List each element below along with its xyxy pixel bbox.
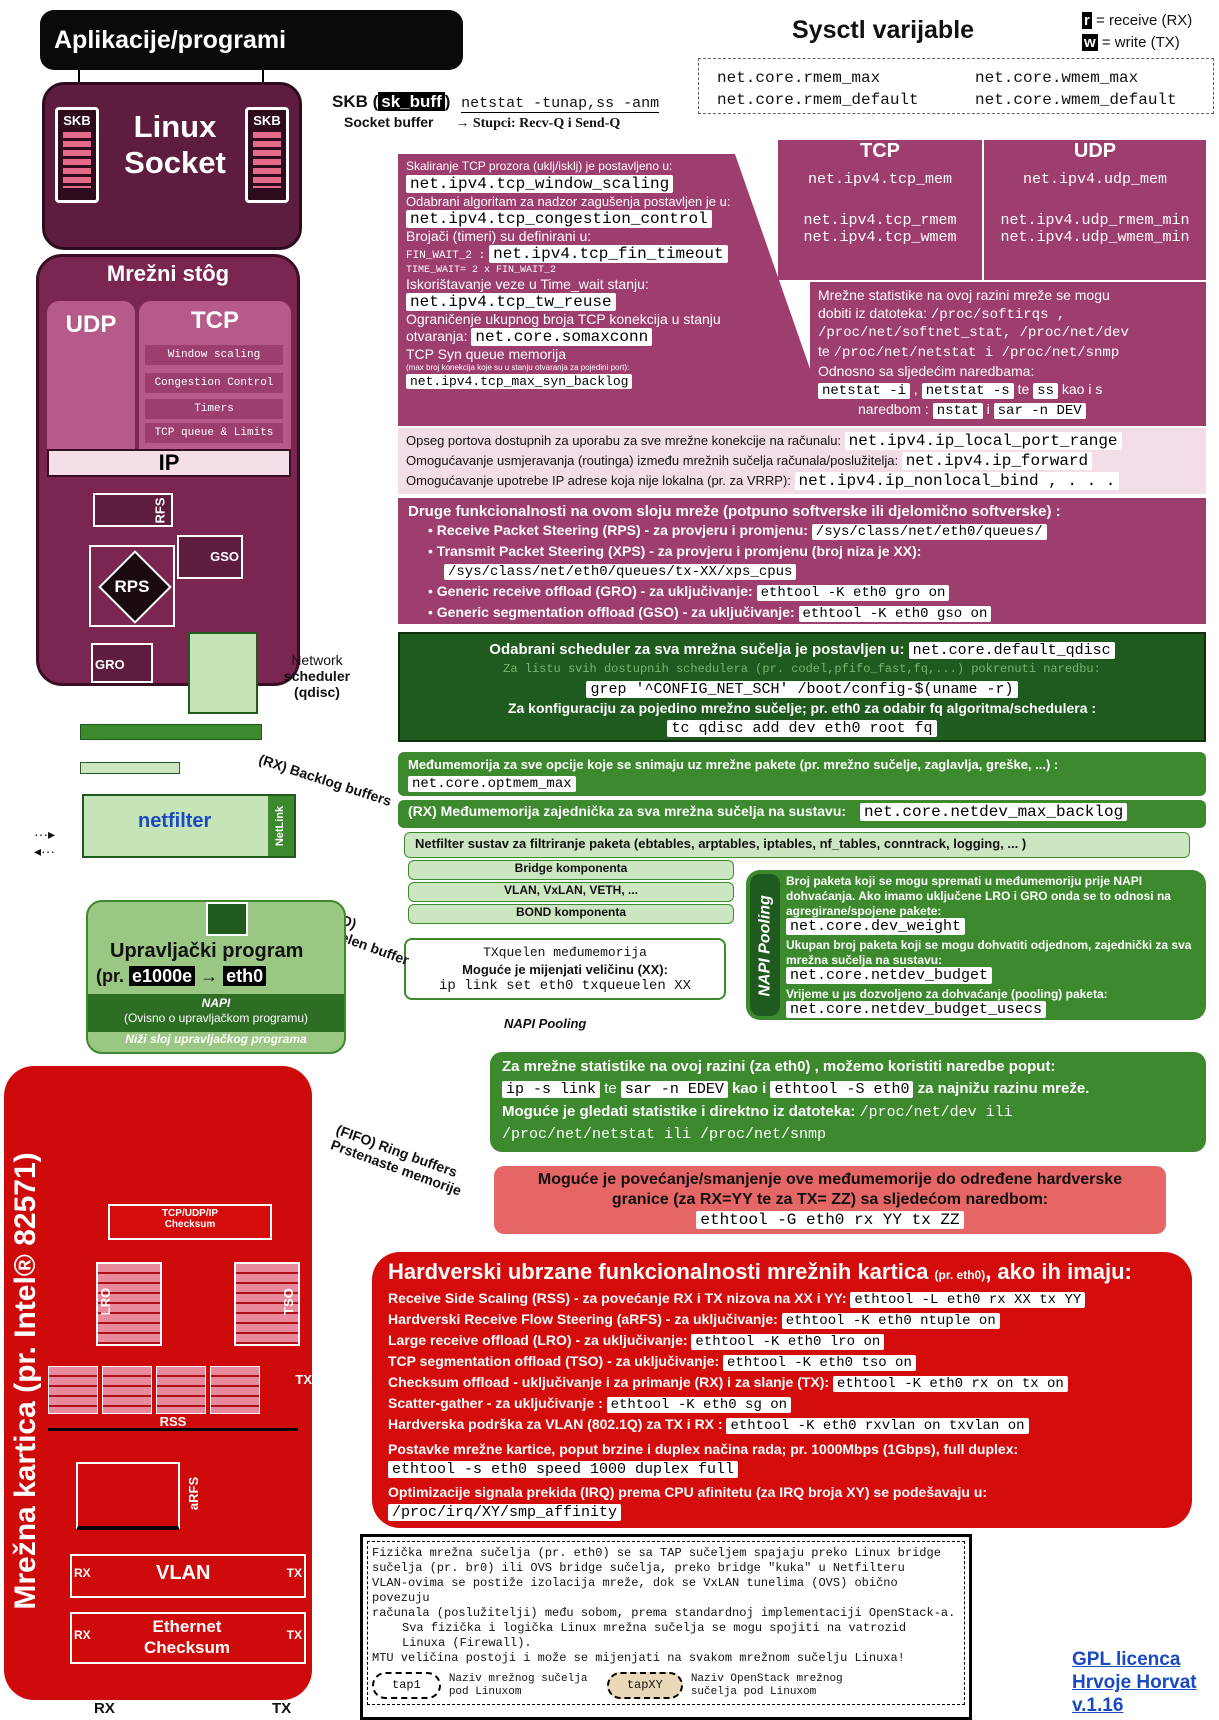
- netfilter-logo: netfilter: [138, 810, 212, 832]
- linux-socket: SKB Linux Socket SKB: [42, 82, 302, 250]
- network-stack: Mrežni stôg UDP TCP Window scaling Conge…: [36, 254, 300, 686]
- tcp-tw-reuse: net.ipv4.tcp_tw_reuse: [406, 293, 616, 311]
- tapxy-badge: tapXY: [606, 1672, 683, 1699]
- arrows-left: ···▸◂···: [34, 826, 56, 859]
- tcp-mem-column: TCP net.ipv4.tcp_mem net.ipv4.tcp_rmem n…: [778, 140, 982, 280]
- skb-cmd: netstat -tunap,ss -anm: [461, 95, 660, 113]
- socket-buffer-label: Socket buffer: [344, 114, 434, 130]
- arrow-up: [262, 70, 264, 84]
- napi-panel: NAPI Pooling Broj paketa koji se mogu sp…: [746, 870, 1206, 1020]
- tso-block: TSO: [234, 1262, 300, 1346]
- other-functions-panel: Druge funkcionalnosti na ovom sloju mrež…: [398, 498, 1206, 624]
- tcp-item: Congestion Control: [145, 373, 283, 393]
- rfs-block: RFS: [93, 493, 173, 527]
- socket-label: Linux Socket: [124, 109, 226, 180]
- udp-box: UDP: [47, 301, 135, 459]
- udp-mem-column: UDP net.ipv4.udp_mem net.ipv4.udp_rmem_m…: [984, 140, 1206, 280]
- vlan-block: RX VLAN TX: [70, 1554, 306, 1598]
- sysctl-var: net.core.wmem_default: [975, 91, 1177, 109]
- hw-offload-panel: Hardverski ubrzane funkcionalnosti mrežn…: [372, 1252, 1192, 1528]
- netlink-label: NetLink: [268, 796, 294, 856]
- license-link[interactable]: GPL licenca: [1072, 1649, 1181, 1670]
- netfilter-block: netfilter NetLink: [82, 794, 296, 858]
- bottom-rx: RX: [94, 1700, 115, 1717]
- skb-right: SKB: [245, 107, 289, 203]
- txqueue-panel: TXquelen međumemorija Moguće je mijenjat…: [404, 938, 726, 1000]
- green-bar-small: [80, 762, 180, 774]
- napi-side: NAPI Pooling: [750, 874, 780, 1016]
- author-link[interactable]: Hrvoje Horvat: [1072, 1672, 1197, 1693]
- core-somaxconn: net.core.somaxconn: [471, 328, 653, 346]
- tcp-settings-panel: Skaliranje TCP prozora (uklj/isklj) je p…: [398, 154, 830, 426]
- napi-box: NAPI (Ovisno o upravljačkom programu): [88, 994, 344, 1032]
- driver-block: Upravljački program (pr. e1000e → eth0 N…: [86, 900, 346, 1054]
- tcp-window-scaling: net.ipv4.tcp_window_scaling: [406, 175, 674, 193]
- skb-arrow-text: → Stupci: Recv-Q i Send-Q: [455, 116, 621, 131]
- stack-title: Mrežni stôg: [106, 261, 230, 286]
- rss-block: RSS TX: [48, 1366, 312, 1431]
- page-title: Aplikacije/programi: [40, 10, 463, 70]
- udp-column-head: UDP: [1073, 140, 1117, 162]
- ip-box: IP: [47, 449, 291, 477]
- gro-block: GRO: [91, 643, 153, 683]
- bottom-tx: TX: [272, 1700, 292, 1717]
- tcp-fin-timeout: net.ipv4.tcp_fin_timeout: [489, 245, 728, 263]
- tcp-congestion-control: net.ipv4.tcp_congestion_control: [406, 210, 712, 228]
- sysctl-vars: net.core.rmem_max net.core.rmem_default …: [698, 58, 1214, 114]
- sysctl-title: Sysctl varijable: [792, 16, 975, 44]
- netfilter-panel: Netfilter sustav za filtriranje paketa (…: [404, 832, 1190, 858]
- ring-panel: Moguće je povećanje/smanjenje ove međume…: [494, 1166, 1166, 1234]
- tcp-column-head: TCP: [860, 140, 900, 162]
- ip-settings-panel: Opseg portova dostupnih za uporabu za sv…: [398, 428, 1206, 494]
- tcp-item: TCP queue & Limits: [145, 423, 283, 443]
- sk-buff-label: sk_buff: [378, 92, 445, 111]
- scheduler-panel: Odabrani scheduler za sva mrežna sučelja…: [398, 632, 1206, 742]
- sysctl-var: net.core.rmem_default: [717, 91, 919, 109]
- vlan-component: VLAN, VxLAN, VETH, ...: [408, 882, 734, 902]
- backlog-panel: (RX) Međumemorija zajednička za sva mrež…: [398, 800, 1206, 828]
- tcp-item: Timers: [145, 399, 283, 419]
- scheduler-label: Network scheduler(qdisc): [283, 652, 351, 700]
- ring-label: (FIFO) Ring buffers Prstenaste memorije: [328, 1121, 464, 1199]
- sysctl-var: net.core.wmem_max: [975, 69, 1139, 87]
- bond-component: BOND komponenta: [408, 904, 734, 924]
- green-bar: [80, 724, 262, 740]
- tcp-box: TCP Window scaling Congestion Control Ti…: [139, 301, 291, 461]
- license: GPL licenca Hrvoje Horvat v.1.16: [1072, 1648, 1202, 1717]
- sysctl-legend: r = receive (RX) w = write (TX): [1082, 12, 1193, 51]
- arfs-block: aRFS: [76, 1462, 201, 1530]
- optmem-panel: Međumemorija za sve opcije koje se snima…: [398, 752, 1206, 796]
- tcp-item: Window scaling: [145, 345, 283, 365]
- tap1-badge: tap1: [372, 1672, 441, 1699]
- footer-notes: Fizička mrežna sučelja (pr. eth0) se sa …: [360, 1534, 972, 1720]
- nic-block: Mrežna kartica (pr. Intel® 82571) TCP/UD…: [4, 1066, 312, 1700]
- skb-left: SKB: [55, 107, 99, 203]
- napi-pooling-label: NAPI Pooling: [504, 1016, 587, 1031]
- version-link[interactable]: v.1.16: [1072, 1695, 1124, 1716]
- rps-block: RPS: [89, 545, 175, 627]
- scheduler-icon: [188, 632, 258, 714]
- tcp-max-syn-backlog: net.ipv4.tcp_max_syn_backlog: [406, 374, 633, 389]
- tx-queue-icon: [206, 902, 248, 936]
- checksum-block: TCP/UDP/IP Checksum: [108, 1204, 272, 1240]
- stats-panel: Mrežne statistike na ovoj razini mreže s…: [810, 282, 1206, 426]
- bridge-component: Bridge komponenta: [408, 860, 734, 880]
- skb-note: SKB (sk_buff) netstat -tunap,ss -anm Soc…: [332, 92, 660, 131]
- ethernet-checksum-block: RX Ethernet Checksum TX: [70, 1612, 306, 1664]
- sysctl-var: net.core.rmem_max: [717, 69, 881, 87]
- netstat-panel: Za mrežne statistike na ovoj razini (za …: [490, 1052, 1206, 1152]
- lro-block: LRO: [96, 1262, 162, 1346]
- gso-block: GSO: [177, 535, 243, 579]
- arrow-down: [78, 70, 80, 84]
